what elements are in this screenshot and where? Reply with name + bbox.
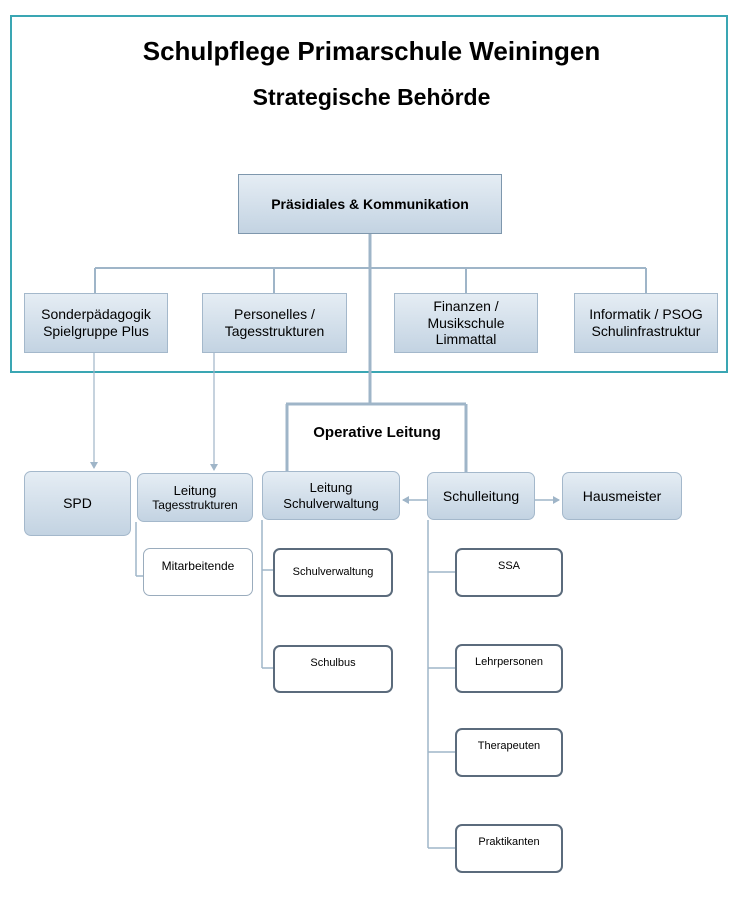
schulleitung-label: Schulleitung xyxy=(442,487,520,504)
department-informatik: Informatik / PSOG Schulinfrastruktur xyxy=(574,293,718,353)
praesidiales-label: Präsidiales & Kommunikation xyxy=(271,195,469,212)
schulleitung-box: Schulleitung xyxy=(427,472,535,520)
department-personelles: Personelles / Tagesstrukturen xyxy=(202,293,347,353)
schulbus-label: Schulbus xyxy=(310,657,356,669)
therapeuten-label: Therapeuten xyxy=(477,740,541,752)
leitung-tagesstrukturen-line2: Tagesstrukturen xyxy=(152,498,238,513)
department-label: Sonderpädagogik Spielgruppe Plus xyxy=(41,306,151,339)
hausmeister-label: Hausmeister xyxy=(582,487,662,504)
ssa-box: SSA xyxy=(455,548,563,597)
mitarbeitende-box: Mitarbeitende xyxy=(143,548,253,596)
chart-title: Schulpflege Primarschule Weiningen xyxy=(142,36,601,66)
therapeuten-box: Therapeuten xyxy=(455,728,563,777)
schulbus-box: Schulbus xyxy=(273,645,393,693)
department-label: Finanzen / Musikschule Limmattal xyxy=(427,297,505,348)
operative-leitung-label: Operative Leitung xyxy=(313,424,441,441)
praktikanten-label: Praktikanten xyxy=(478,836,540,848)
department-sonderpaedagogik: Sonderpädagogik Spielgruppe Plus xyxy=(24,293,168,353)
department-finanzen: Finanzen / Musikschule Limmattal xyxy=(394,293,538,353)
department-label: Informatik / PSOG Schulinfrastruktur xyxy=(589,306,703,339)
schulverwaltung-box: Schulverwaltung xyxy=(273,548,393,597)
mitarbeitende-label: Mitarbeitende xyxy=(161,559,235,573)
hausmeister-box: Hausmeister xyxy=(562,472,682,520)
lehrpersonen-box: Lehrpersonen xyxy=(455,644,563,693)
praesidiales-box: Präsidiales & Kommunikation xyxy=(238,174,502,234)
spd-box: SPD xyxy=(24,471,131,536)
leitung-tagesstrukturen-box: Leitung Tagesstrukturen xyxy=(137,473,253,522)
praktikanten-box: Praktikanten xyxy=(455,824,563,873)
lehrpersonen-label: Lehrpersonen xyxy=(475,656,543,668)
leitung-tagesstrukturen-line1: Leitung xyxy=(173,482,217,498)
ssa-label: SSA xyxy=(497,560,520,572)
schulverwaltung-label: Schulverwaltung xyxy=(292,565,374,578)
chart-subtitle: Strategische Behörde xyxy=(252,84,491,110)
spd-label: SPD xyxy=(63,495,92,512)
department-label: Personelles / Tagesstrukturen xyxy=(224,306,325,339)
leitung-schulverwaltung-label: Leitung Schulverwaltung xyxy=(283,479,379,511)
leitung-schulverwaltung-box: Leitung Schulverwaltung xyxy=(262,471,400,520)
